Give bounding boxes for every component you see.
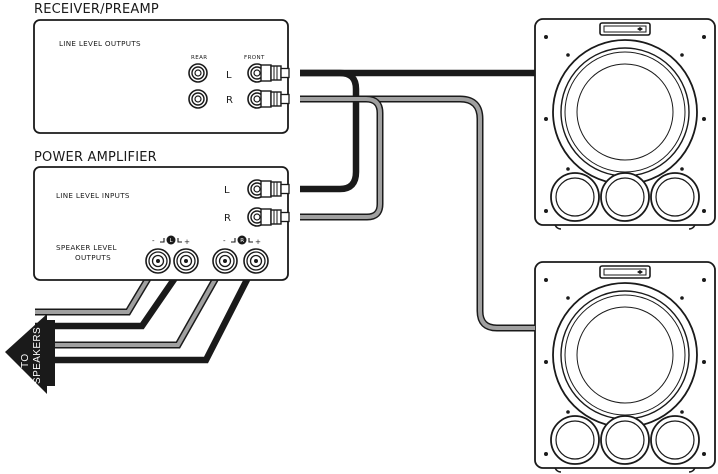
binding-post-2-positive[interactable] bbox=[243, 248, 269, 274]
arrow-text-to: TO bbox=[20, 353, 31, 368]
speaker-outputs-label-line1: SPEAKER LEVEL bbox=[56, 243, 117, 252]
amplifier-left-label: L bbox=[224, 185, 230, 196]
right-line-level-cable bbox=[300, 95, 535, 332]
arrow-text-speakers: SPEAKERS bbox=[32, 327, 43, 384]
speaker-outputs-label-line2: OUTPUTS bbox=[75, 253, 111, 262]
receiver-front-label: FRONT bbox=[244, 55, 265, 61]
receiver-right-label: R bbox=[226, 95, 233, 106]
svg-text:+: + bbox=[255, 237, 261, 246]
subwoofer-bottom bbox=[534, 261, 716, 473]
amplifier-line-inputs-label: LINE LEVEL INPUTS bbox=[56, 191, 130, 200]
channel-1-polarity-label: - L + bbox=[152, 235, 190, 246]
amplifier-title: POWER AMPLIFIER bbox=[34, 150, 157, 165]
receiver-rear-left-jack[interactable] bbox=[188, 63, 208, 83]
subwoofer-top bbox=[534, 18, 716, 230]
receiver-rear-right-jack[interactable] bbox=[188, 89, 208, 109]
svg-text:-: - bbox=[152, 236, 155, 245]
binding-post-2-negative[interactable] bbox=[212, 248, 238, 274]
amplifier-right-label: R bbox=[224, 213, 231, 224]
receiver-title: RECEIVER/PREAMP bbox=[34, 2, 159, 17]
receiver-left-label: L bbox=[226, 70, 232, 81]
binding-post-1-negative[interactable] bbox=[145, 248, 171, 274]
binding-post-1-positive[interactable] bbox=[173, 248, 199, 274]
channel-2-polarity-label: - R + bbox=[223, 235, 261, 246]
left-line-level-cable bbox=[300, 69, 535, 193]
receiver-line-outputs-label: LINE LEVEL OUTPUTS bbox=[59, 39, 141, 48]
svg-text:+: + bbox=[184, 237, 190, 246]
svg-text:R: R bbox=[240, 238, 244, 244]
to-speakers-arrow: TO SPEAKERS bbox=[5, 314, 55, 394]
receiver-rear-label: REAR bbox=[191, 55, 207, 61]
svg-text:L: L bbox=[170, 238, 174, 244]
svg-text:-: - bbox=[223, 236, 226, 245]
